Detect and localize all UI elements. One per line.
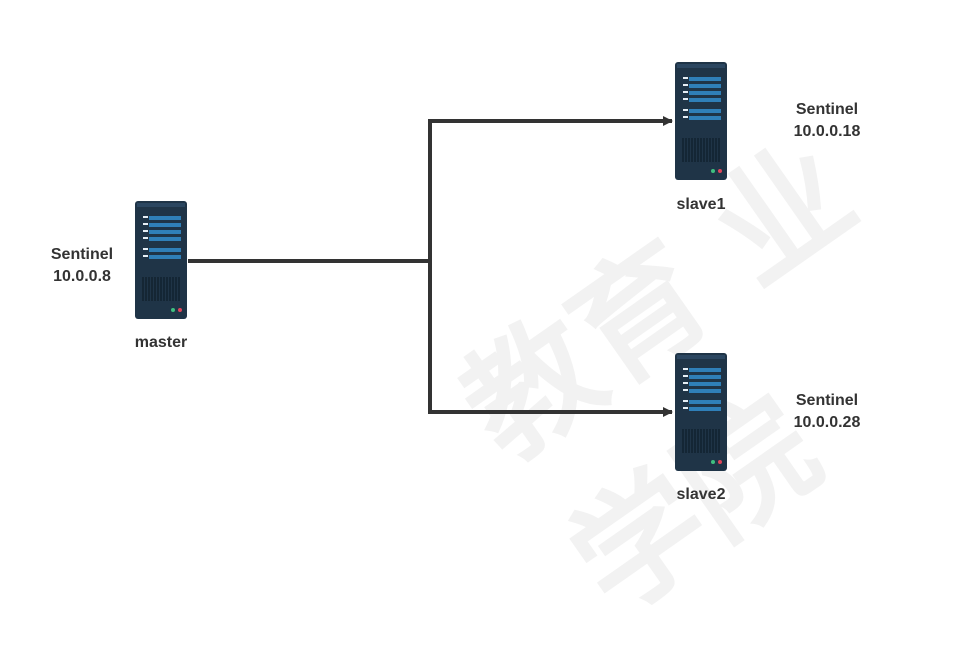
diagram-canvas (134, 61, 728, 472)
master-server-icon (134, 200, 188, 320)
slave1-server-icon (674, 61, 728, 181)
slave1-name: slave1 (676, 196, 726, 213)
master-sentinel-ip: 10.0.0.8 (53, 268, 111, 285)
slave2-sentinel-ip: 10.0.0.28 (793, 414, 861, 431)
slave2-name: slave2 (676, 486, 726, 503)
slave1-sentinel-title: Sentinel (795, 101, 859, 118)
slave1-sentinel-ip: 10.0.0.18 (793, 123, 861, 140)
slave2-sentinel-title: Sentinel (795, 392, 859, 409)
slave2-sentinel-label: Sentinel 10.0.0.28 (777, 390, 877, 434)
connector-master-slave1 (188, 116, 673, 263)
connector-master-slave2 (428, 261, 673, 417)
master-sentinel-label: Sentinel 10.0.0.8 (32, 244, 132, 288)
master-sentinel-title: Sentinel (50, 246, 114, 263)
slave2-server-icon (674, 352, 728, 472)
slave1-sentinel-label: Sentinel 10.0.0.18 (777, 99, 877, 143)
master-name: master (134, 334, 188, 351)
